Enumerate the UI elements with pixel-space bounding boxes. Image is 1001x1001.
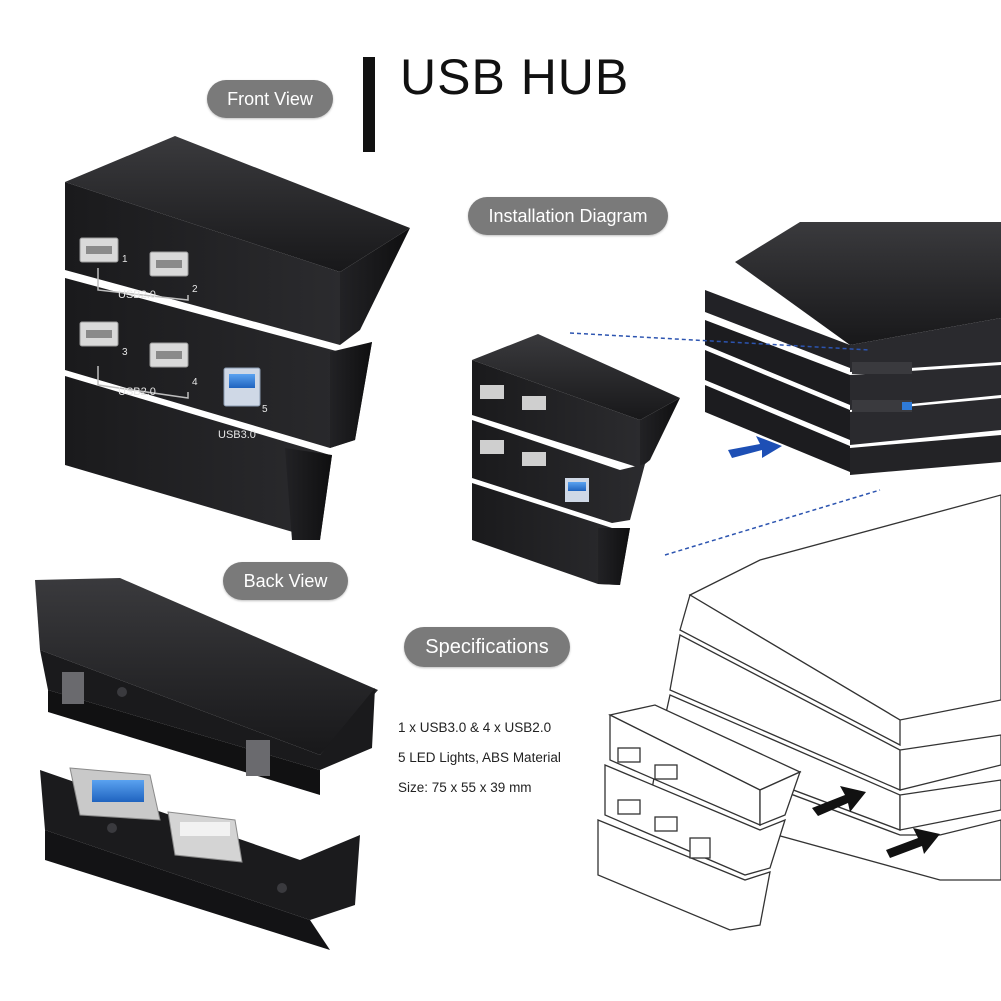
front-view-label: Front View (207, 80, 333, 118)
front-port-1: 1 (122, 254, 128, 265)
page-title: USB HUB (400, 49, 630, 105)
console-photo (705, 222, 1001, 475)
guide-line-bottom (664, 489, 881, 556)
front-port-3: 3 (122, 347, 128, 358)
front-port-4: 4 (192, 377, 198, 388)
front-port-2: 2 (192, 284, 198, 295)
installation-hub (472, 334, 680, 585)
title-divider (363, 57, 375, 152)
front-view-label-text: Front View (227, 88, 313, 109)
guide-line-top (569, 332, 871, 351)
insert-arrow-icon (728, 436, 782, 458)
arrow-icon-upper (812, 786, 866, 816)
back-view-label: Back View (223, 562, 348, 600)
line-drawing-console (597, 494, 1001, 931)
front-hub: 1 2 3 4 5 USB2.0 USB2.0 USB3.0 (65, 136, 410, 540)
spec-size: Size: 75 x 55 x 39 mm (398, 780, 532, 795)
installation-diagram-label-text: Installation Diagram (488, 205, 648, 226)
front-usb30-label: USB3.0 (218, 429, 256, 441)
specifications-label: Specifications (404, 627, 570, 667)
front-port-5: 5 (262, 404, 268, 415)
arrow-icon-lower (886, 828, 940, 858)
installation-diagram-label: Installation Diagram (468, 197, 668, 235)
front-usb20-label-top: USB2.0 (118, 289, 156, 301)
back-hub (35, 578, 378, 950)
spec-ports: 1 x USB3.0 & 4 x USB2.0 (398, 720, 552, 735)
spec-lights-material: 5 LED Lights, ABS Material (398, 750, 561, 765)
back-view-label-text: Back View (243, 570, 328, 591)
specifications-label-text: Specifications (425, 635, 549, 658)
front-usb20-label-bottom: USB2.0 (118, 386, 156, 398)
